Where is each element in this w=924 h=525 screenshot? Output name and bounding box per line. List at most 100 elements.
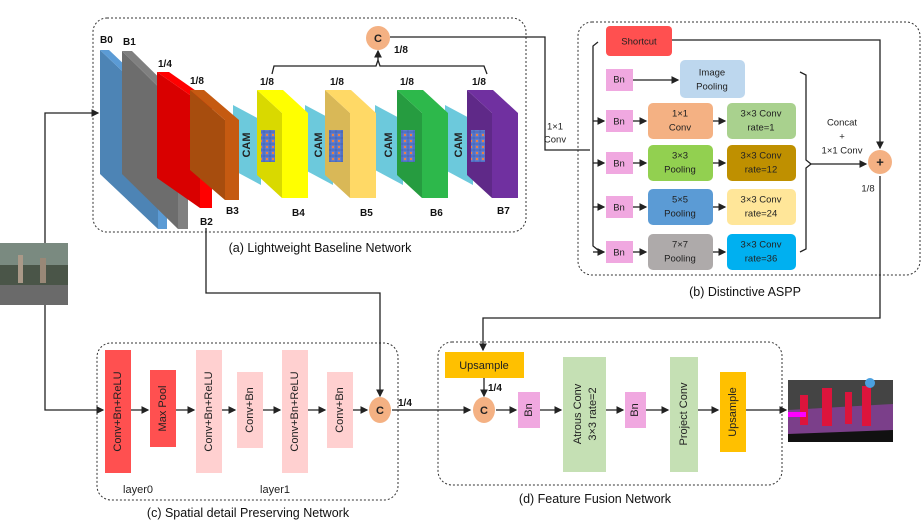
baseline-network-frame: [92, 17, 527, 233]
scale-label: 1/8: [472, 77, 486, 88]
spatial-caption: (c) Spatial detail Preserving Network: [147, 506, 350, 520]
bn-box: [606, 196, 633, 218]
spatial-block: Conv+Bn: [222, 372, 263, 448]
svg-text:1×1: 1×1: [672, 109, 688, 120]
svg-text:3×3 rate=2: 3×3 rate=2: [587, 387, 599, 440]
project-conv-box: Project Conv: [670, 357, 698, 472]
aspp-op-box: [648, 145, 713, 181]
svg-text:Conv+Bn+ReLU: Conv+Bn+ReLU: [289, 371, 301, 451]
block-b3: [190, 90, 239, 200]
upsample-top-box: Upsample: [445, 352, 524, 378]
svg-text:Bn: Bn: [613, 117, 625, 128]
svg-text:Upsample: Upsample: [459, 360, 509, 372]
concat-conv-label: Concat: [827, 118, 857, 129]
layer1-label: layer1: [260, 484, 290, 496]
svg-text:3×3 Conv: 3×3 Conv: [741, 151, 782, 162]
cam-module: CAM: [445, 105, 473, 185]
cam-module: CAM: [233, 105, 261, 185]
scale-label: 1/8: [190, 76, 204, 87]
svg-text:3×3 Conv: 3×3 Conv: [741, 240, 782, 251]
scale-label: 1/8: [260, 77, 274, 88]
fusion-bn-box-2: Bn: [625, 392, 646, 428]
aspp-op-box: [648, 234, 713, 270]
svg-text:C: C: [374, 33, 382, 45]
svg-text:Bn: Bn: [613, 248, 625, 259]
bn-box: [606, 241, 633, 263]
svg-text:Conv+Bn+ReLU: Conv+Bn+ReLU: [112, 371, 124, 451]
shortcut-box: Shortcut: [606, 26, 672, 56]
svg-text:7×7: 7×7: [672, 240, 688, 251]
block-b4: [257, 90, 308, 198]
svg-text:Pooling: Pooling: [664, 254, 696, 265]
scale-label: 1/8: [394, 45, 408, 56]
svg-text:rate=12: rate=12: [745, 165, 778, 176]
svg-text:3×3: 3×3: [672, 151, 688, 162]
aspp-conv-box: [727, 234, 796, 270]
concat-conv-label: +: [839, 132, 845, 143]
svg-text:Bn: Bn: [613, 75, 625, 86]
fusion-network-frame: [437, 341, 783, 486]
svg-text:Upsample: Upsample: [727, 387, 739, 437]
svg-text:Conv: Conv: [669, 123, 691, 134]
svg-text:CAM: CAM: [313, 132, 325, 157]
svg-text:Bn: Bn: [629, 403, 641, 416]
svg-text:Image: Image: [699, 68, 725, 79]
svg-text:Pooling: Pooling: [696, 82, 728, 93]
baseline-caption: (a) Lightweight Baseline Network: [229, 241, 412, 255]
svg-text:CAM: CAM: [453, 132, 465, 157]
spatial-network-frame: [96, 342, 399, 501]
block-label-b4: B4: [292, 208, 305, 219]
scale-label: 1/4: [158, 59, 172, 70]
block-b6: [397, 90, 448, 198]
block-label-b5: B5: [360, 208, 373, 219]
svg-text:3×3 Conv: 3×3 Conv: [741, 109, 782, 120]
block-label-b1: B1: [123, 37, 136, 48]
svg-text:5×5: 5×5: [672, 195, 688, 206]
svg-text:Pooling: Pooling: [664, 209, 696, 220]
svg-text:C: C: [480, 405, 488, 417]
spatial-block: Conv+Bn+ReLU: [105, 350, 131, 473]
svg-text:+: +: [876, 154, 884, 169]
layer0-label: layer0: [123, 484, 153, 496]
svg-text:Pooling: Pooling: [664, 165, 696, 176]
bn-box: [606, 152, 633, 174]
upsample-box: Upsample: [720, 372, 746, 452]
aspp-conv-box: [727, 189, 796, 225]
scale-label: 1/4: [398, 398, 412, 409]
svg-text:CAM: CAM: [241, 132, 253, 157]
aspp-caption: (b) Distinctive ASPP: [689, 285, 801, 299]
scale-label: 1/8: [330, 77, 344, 88]
spatial-block: Max Pool: [131, 370, 176, 447]
svg-text:Conv+Bn: Conv+Bn: [244, 387, 256, 433]
connectors: [44, 36, 884, 414]
bn-box: [606, 110, 633, 132]
block-label-b6: B6: [430, 208, 443, 219]
concat-node-baseline: C: [366, 26, 390, 50]
spatial-block: Conv+Bn: [308, 372, 353, 448]
block-label-b7: B7: [497, 206, 510, 217]
svg-text:Bn: Bn: [523, 403, 535, 416]
conv1x1-label: 1×1: [547, 122, 563, 133]
scale-label: 1/4: [488, 383, 502, 394]
svg-text:CAM: CAM: [383, 132, 395, 157]
add-node: +: [868, 150, 892, 174]
spatial-block: Conv+Bn+ReLU: [263, 350, 308, 473]
aspp-conv-box: [727, 145, 796, 181]
block-label-b3: B3: [226, 206, 239, 217]
concat-conv-label: 1×1 Conv: [822, 146, 863, 157]
block-b5: [325, 90, 376, 198]
block-label-b0: B0: [100, 35, 113, 46]
svg-text:rate=24: rate=24: [745, 209, 778, 220]
output-segmentation-image: [788, 378, 893, 442]
fusion-bn-box-1: Bn: [518, 392, 540, 428]
concat-node-spatial: C: [369, 397, 391, 423]
aspp-op-box: [648, 189, 713, 225]
svg-text:Max Pool: Max Pool: [157, 386, 169, 432]
svg-text:3×3 Conv: 3×3 Conv: [741, 195, 782, 206]
aspp-op-box: [648, 103, 713, 139]
svg-text:rate=1: rate=1: [747, 123, 774, 134]
